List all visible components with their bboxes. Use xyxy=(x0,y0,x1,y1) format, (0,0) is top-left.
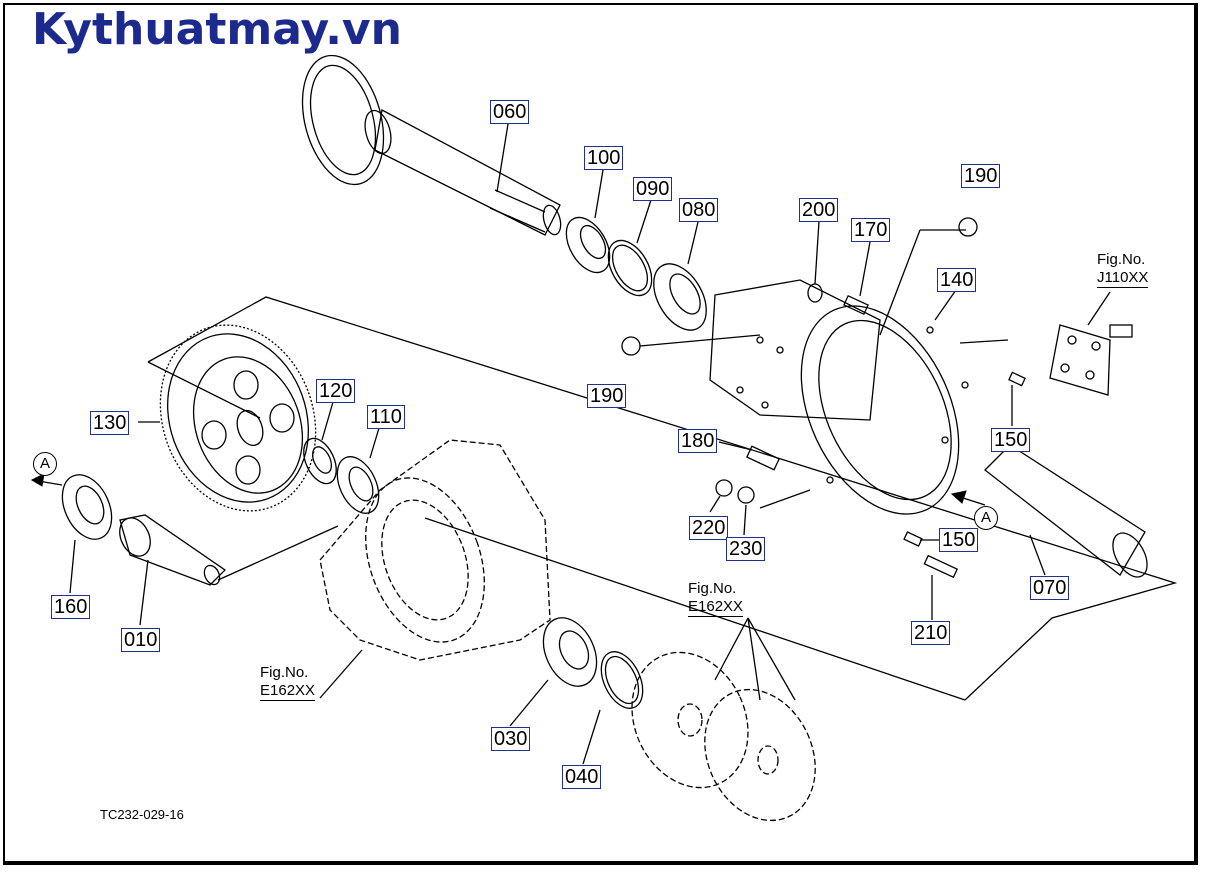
brake-discs-e162 xyxy=(631,651,816,822)
part-label-090: 090 xyxy=(633,177,673,201)
part-label-120: 120 xyxy=(316,379,356,403)
part-label-210: 210 xyxy=(911,621,951,645)
part-label-220: 220 xyxy=(689,516,729,540)
part-label-100: 100 xyxy=(584,146,624,170)
output-shaft-060 xyxy=(301,54,562,236)
fig-ref-j110-line2: J110XX xyxy=(1097,269,1149,288)
housing-140 xyxy=(709,279,969,515)
gear-130 xyxy=(159,324,317,512)
bolt-170 xyxy=(843,294,869,316)
part-label-150-bottom: 150 xyxy=(939,528,979,552)
carrier-housing xyxy=(319,439,551,661)
bearing-110 xyxy=(336,456,380,514)
plug-200 xyxy=(807,283,823,303)
part-label-010: 010 xyxy=(121,628,161,652)
part-label-200: 200 xyxy=(799,198,839,222)
bolt-180 xyxy=(746,445,780,471)
bearing-120 xyxy=(303,437,337,485)
part-label-070: 070 xyxy=(1030,576,1070,600)
part-label-160: 160 xyxy=(51,595,91,619)
bearing-080 xyxy=(653,263,707,331)
plug-190-top xyxy=(958,217,978,237)
bracket-j110 xyxy=(1049,324,1133,396)
washer-230 xyxy=(737,486,755,504)
part-label-140: 140 xyxy=(937,268,977,292)
pin-150-bottom xyxy=(903,531,923,547)
part-label-080: 080 xyxy=(679,198,719,222)
nut-220 xyxy=(715,479,733,497)
fig-ref-e162-left-line1: Fig.No. xyxy=(260,664,309,681)
part-label-190-top: 190 xyxy=(961,164,1001,188)
part-label-030: 030 xyxy=(491,727,531,751)
fig-ref-e162-right-line2: E162XX xyxy=(688,598,744,617)
part-label-150-top: 150 xyxy=(991,428,1031,452)
bearing-030 xyxy=(542,617,598,687)
snap-ring-090 xyxy=(607,239,653,297)
plug-190-left xyxy=(621,336,641,356)
pin-150-top xyxy=(1008,371,1026,387)
bearing-160 xyxy=(61,474,113,540)
part-label-130: 130 xyxy=(90,411,130,435)
fig-ref-j110: Fig.No. J110XX xyxy=(1097,251,1149,288)
part-label-110: 110 xyxy=(367,405,405,429)
drawing-number: TC232-029-16 xyxy=(100,807,184,822)
part-label-170: 170 xyxy=(851,218,891,242)
arrow-a-left xyxy=(30,473,63,487)
fig-ref-e162-right-line1: Fig.No. xyxy=(688,580,737,597)
bearing-100 xyxy=(565,216,611,274)
arrow-a-right xyxy=(950,490,986,506)
fig-ref-e162-left-line2: E162XX xyxy=(260,682,316,701)
brand-logo: Kythuatmay.vn xyxy=(32,4,402,55)
part-label-060: 060 xyxy=(490,100,530,124)
part-label-230: 230 xyxy=(726,537,766,561)
part-label-190-left: 190 xyxy=(587,384,627,408)
tube-070 xyxy=(984,444,1148,578)
assembly-outline xyxy=(147,296,1178,701)
stud-210 xyxy=(923,554,959,579)
ref-mark-a-right: A xyxy=(974,506,998,530)
fig-ref-e162-right: Fig.No. E162XX xyxy=(688,580,744,617)
fig-ref-j110-line1: Fig.No. xyxy=(1097,251,1146,268)
part-label-040: 040 xyxy=(562,765,602,789)
pinion-shaft-010 xyxy=(119,514,227,586)
ref-mark-a-left: A xyxy=(33,452,57,476)
part-label-180: 180 xyxy=(678,429,718,453)
fig-ref-e162-left: Fig.No. E162XX xyxy=(260,664,316,701)
snap-ring-040 xyxy=(600,651,644,709)
